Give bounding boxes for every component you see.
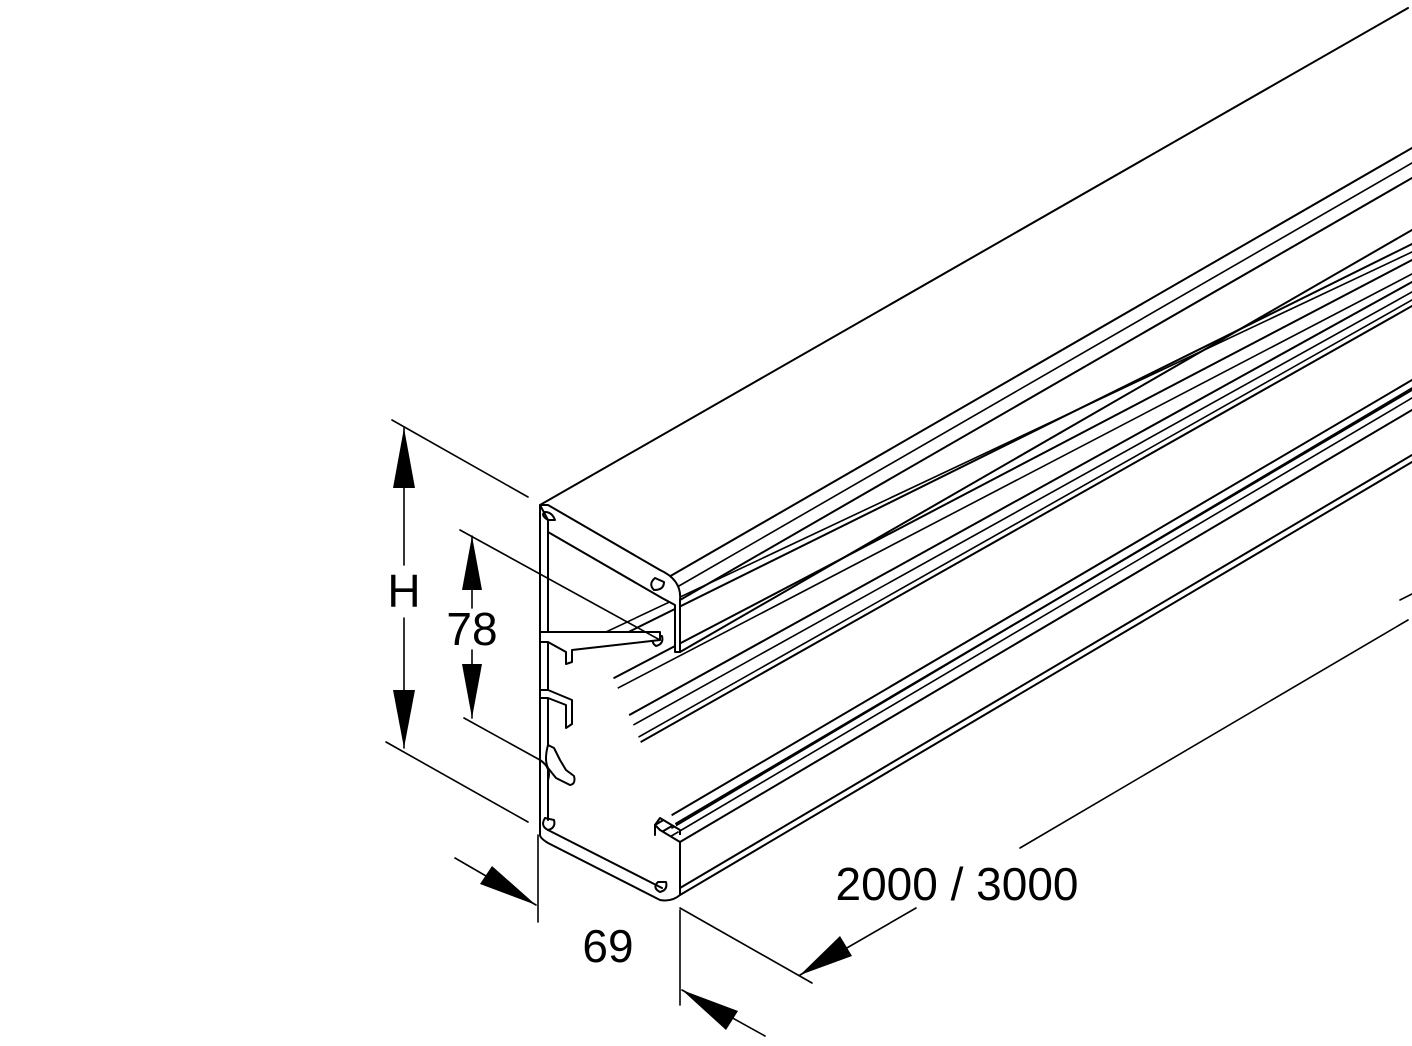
arrow-right-icon: [480, 866, 536, 905]
arrow-left-icon: [682, 990, 738, 1030]
arrow-left-icon: [800, 936, 852, 975]
depth-label: 69: [582, 920, 633, 972]
arrow-up-icon: [462, 536, 482, 590]
dimension-height: H: [385, 419, 529, 823]
arrow-down-icon: [393, 690, 415, 748]
dimension-depth: 69: [454, 834, 766, 1037]
inner-height-label: 78: [446, 603, 497, 655]
trunking-body: [539, 7, 1412, 896]
arrow-up-icon: [393, 428, 415, 488]
dimension-length: 2000 / 3000: [679, 593, 1412, 984]
arrow-down-icon: [462, 664, 482, 718]
height-label: H: [387, 565, 420, 617]
profile-end-face: [539, 504, 682, 902]
dimension-inner-height: 78: [446, 529, 661, 761]
length-label: 2000 / 3000: [835, 858, 1078, 910]
